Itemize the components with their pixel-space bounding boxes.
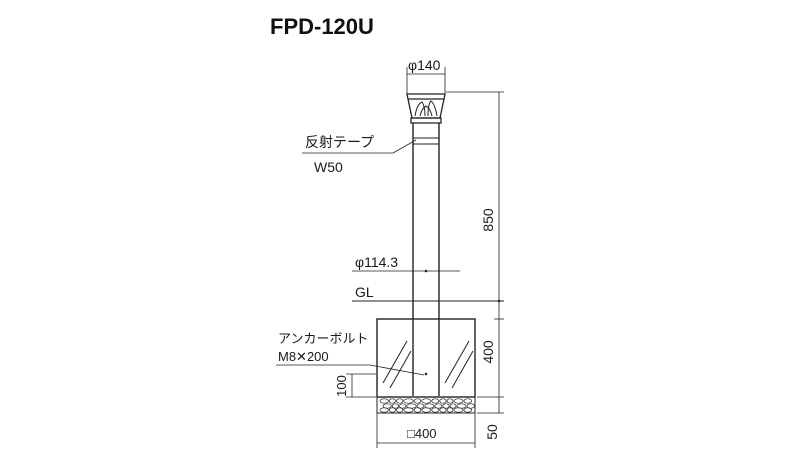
gravel-pebble [391, 403, 400, 409]
dim-cap-diameter: φ140 [406, 57, 446, 94]
callout-post-diameter: φ114.3 [352, 254, 460, 272]
dim-bolt-embed: 100 [334, 373, 376, 398]
foundation-400-label: 400 [480, 340, 496, 364]
post-diameter-label: φ114.3 [355, 254, 398, 270]
gravel-pebble [449, 403, 457, 409]
gravel-pebble [413, 398, 422, 404]
gravel-50-label: 50 [484, 424, 500, 440]
concrete-foundation [376, 318, 476, 398]
bolt-embed-label: 100 [334, 375, 349, 397]
gravel-pebble [421, 398, 432, 404]
gravel-pebble [403, 398, 414, 404]
height-850-label: 850 [480, 208, 496, 232]
model-title: FPD-120U [270, 14, 374, 39]
gravel-pebble [431, 407, 440, 413]
gravel-pebble [399, 403, 407, 409]
gravel-pebble [396, 398, 404, 404]
gravel-pebble [446, 398, 454, 404]
bollard-cap [406, 93, 446, 124]
callout-reflective-tape: 反射テープ W50 [302, 134, 417, 175]
callout-ground-line: GL [355, 284, 374, 300]
gravel-pebble [396, 407, 404, 413]
gravel-pebble [379, 407, 389, 413]
gravel-pebble [453, 398, 464, 404]
gravel-pebble [442, 403, 450, 409]
gravel-pebble [446, 407, 454, 413]
anchor-bolt-size-label: M8✕200 [278, 349, 329, 364]
gravel-pebble [439, 398, 447, 404]
cap-diameter-label: φ140 [408, 57, 441, 73]
gravel-pebble [453, 407, 464, 413]
reflective-tape-label: 反射テープ [305, 134, 374, 150]
bollard-post [412, 123, 440, 396]
gravel-pebble [463, 407, 472, 413]
dim-foundation-width: □400 [376, 413, 476, 448]
ground-line-label: GL [355, 284, 374, 300]
foundation-width-label: □400 [407, 426, 437, 441]
gravel-pebble [388, 407, 397, 413]
callout-anchor-bolt: アンカーボルト M8✕200 [276, 331, 425, 376]
gravel-pebble [421, 407, 432, 413]
gravel-pebble [388, 398, 397, 404]
gravel-pebble [431, 398, 440, 404]
dim-vertical-right: 850 400 50 [446, 91, 504, 440]
gravel-pebble [413, 407, 422, 413]
tape-width-label: W50 [314, 159, 343, 175]
gravel-pebble [439, 407, 447, 413]
gravel-layer [376, 396, 476, 414]
gravel-pebble [463, 398, 472, 404]
gravel-pebble [416, 403, 425, 409]
anchor-bolt-label: アンカーボルト [278, 331, 368, 346]
gravel-pebble [403, 407, 414, 413]
gravel-pebble [379, 398, 389, 404]
